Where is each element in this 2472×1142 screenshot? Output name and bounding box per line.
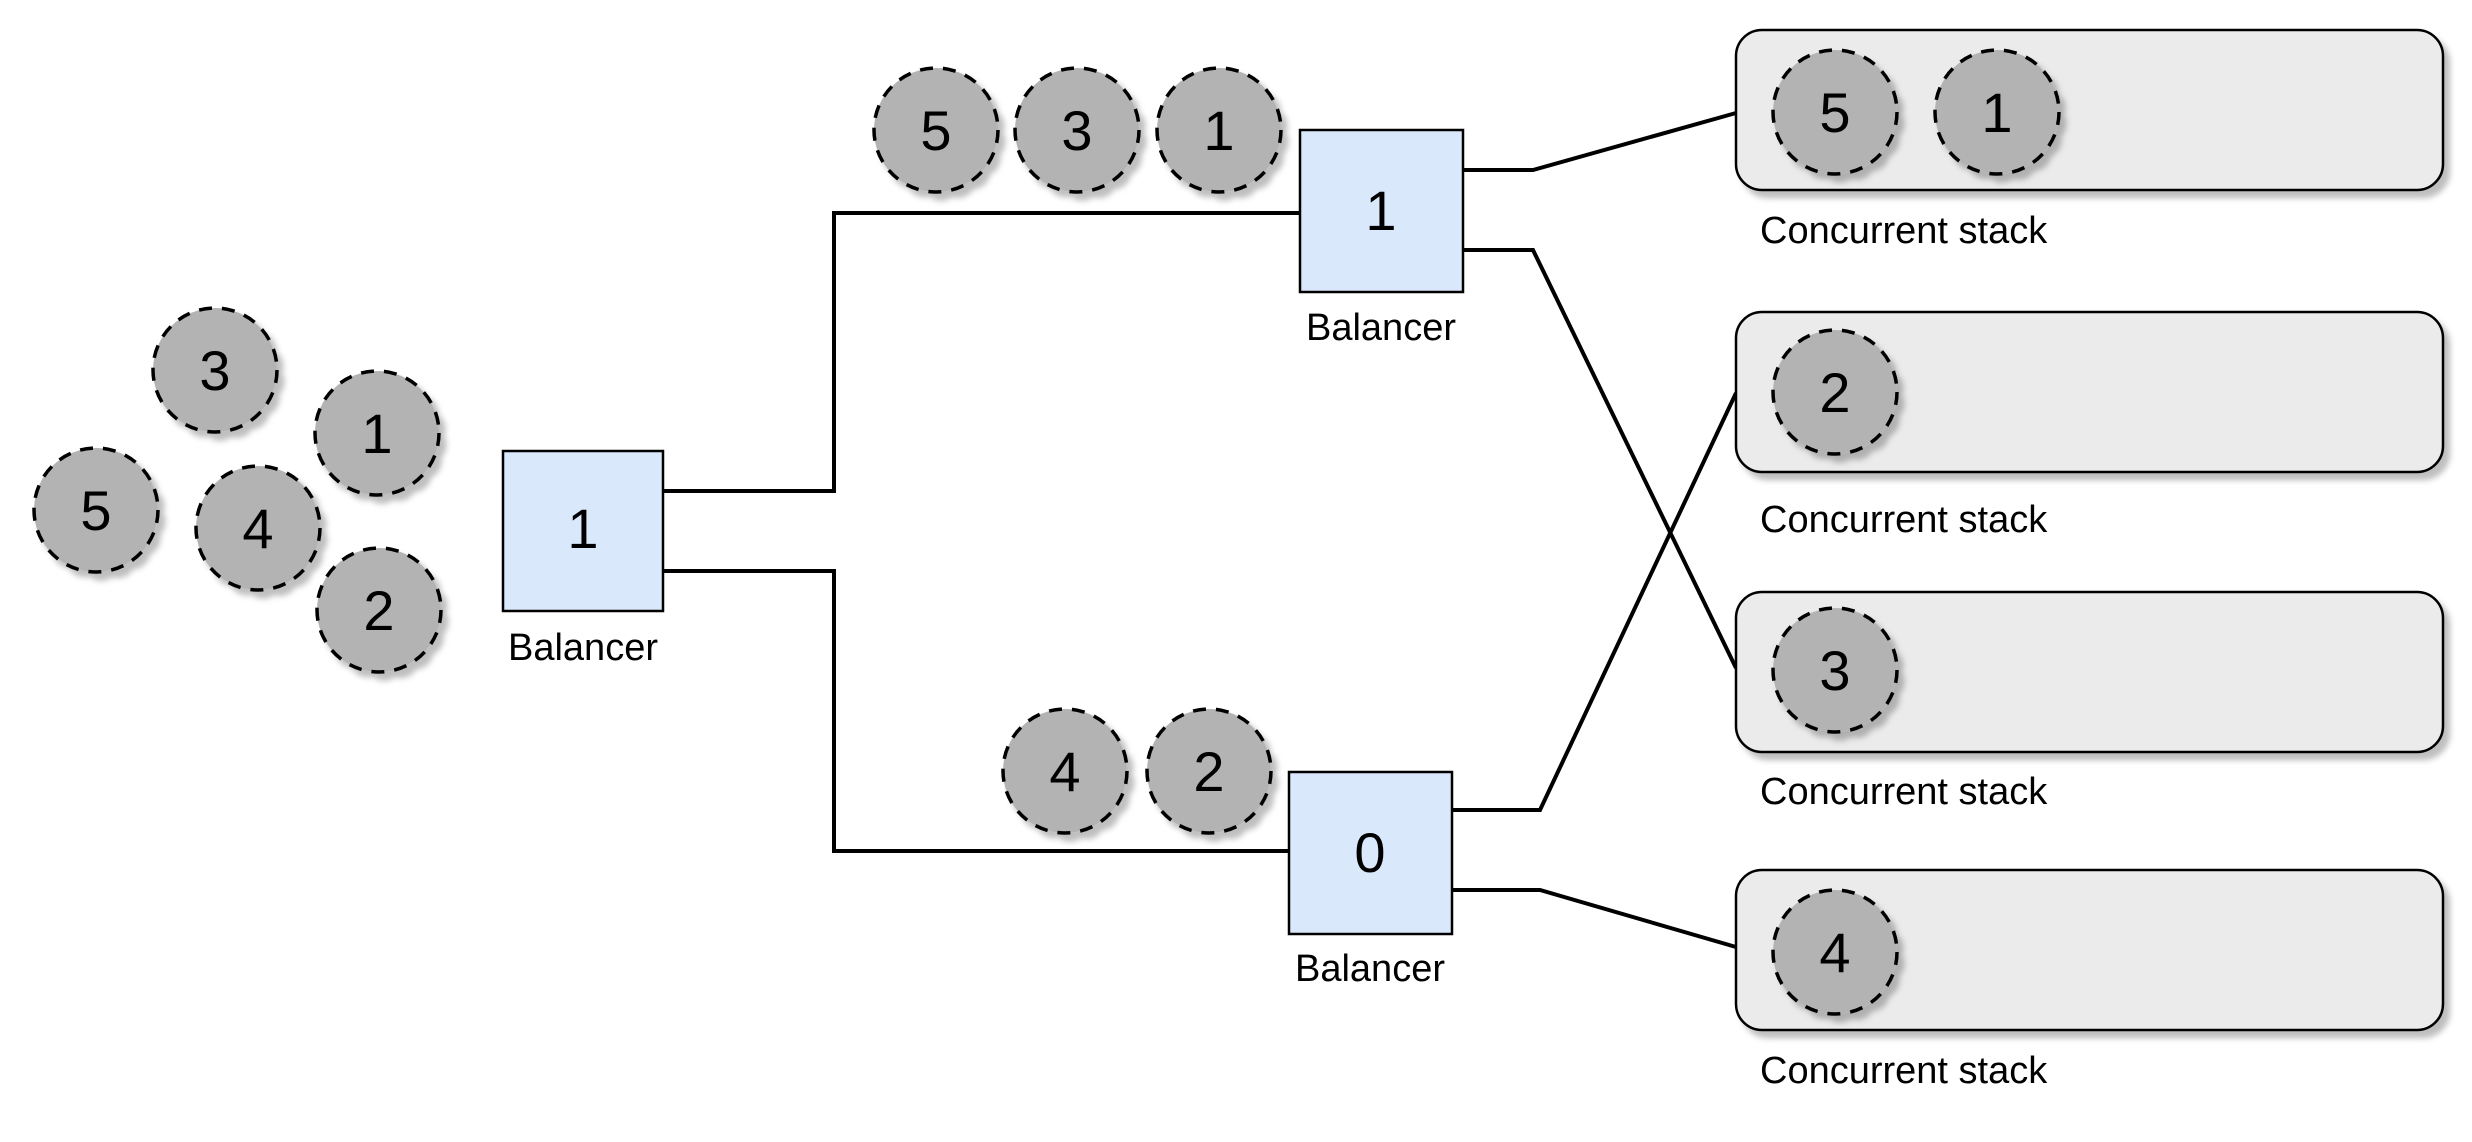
token-label: 4 [1819, 921, 1850, 984]
concurrent-stack-2-label: Concurrent stack [1760, 499, 2048, 541]
token-circle [1145, 707, 1273, 835]
bottom-balancer-value: 0 [1354, 821, 1385, 884]
token-circle [1771, 888, 1899, 1016]
connector-bottom-balancer-to-stack-4 [1452, 888, 1737, 949]
token-circle [1933, 48, 2061, 176]
token-circle [872, 66, 1000, 194]
concurrent-stack-1-label: Concurrent stack [1760, 210, 2048, 252]
top-queue: 5 3 1 [872, 66, 1283, 194]
connector-top-balancer-to-stack-3 [1463, 248, 1738, 669]
root-balancer-caption: Balancer [508, 627, 658, 669]
token-label: 5 [1819, 81, 1850, 144]
token-label: 4 [1049, 740, 1080, 803]
token-circle [194, 464, 322, 592]
root-balancer-box [501, 449, 665, 613]
token-label: 5 [920, 99, 951, 162]
token-label: 1 [1203, 99, 1234, 162]
source-token: 2 [315, 546, 443, 674]
source-token: 4 [194, 464, 322, 592]
connector-top-balancer-to-stack-1 [1463, 111, 1737, 172]
token-circle [315, 546, 443, 674]
token-label: 2 [1819, 361, 1850, 424]
token-circle [1771, 328, 1899, 456]
root-balancer-value: 1 [567, 497, 598, 560]
token-circle [1771, 606, 1899, 734]
bottom-balancer: 0 Balancer [1287, 770, 1454, 990]
connectors [663, 111, 1738, 949]
concurrent-stacks: Concurrent stack Concurrent stack Concur… [1734, 28, 2445, 1092]
top-balancer-caption: Balancer [1306, 307, 1456, 349]
queue-token: 2 [1145, 707, 1273, 835]
concurrent-stack-4-label: Concurrent stack [1760, 1050, 2048, 1092]
concurrent-stack-3-label: Concurrent stack [1760, 771, 2048, 813]
token-label: 5 [80, 479, 111, 542]
stack-token: 5 [1771, 48, 1899, 176]
token-circle [1013, 66, 1141, 194]
token-circle [1001, 707, 1129, 835]
token-label: 3 [199, 339, 230, 402]
connector-root-to-bottom-balancer [663, 569, 1289, 853]
top-balancer: 1 Balancer [1298, 128, 1465, 349]
source-token: 3 [151, 306, 279, 434]
root-balancer: 1 Balancer [501, 449, 665, 669]
top-balancer-value: 1 [1365, 179, 1396, 242]
source-token-pool: 3 1 5 4 2 [32, 306, 443, 674]
token-label: 1 [361, 402, 392, 465]
token-label: 3 [1061, 99, 1092, 162]
stack-token: 4 [1771, 888, 1899, 1016]
token-label: 2 [363, 579, 394, 642]
queue-token: 4 [1001, 707, 1129, 835]
queue-token: 5 [872, 66, 1000, 194]
connector-bottom-balancer-to-stack-2 [1452, 392, 1738, 812]
source-token: 5 [32, 446, 160, 574]
concurrent-stack-1-box [1734, 28, 2445, 192]
bottom-balancer-caption: Balancer [1295, 948, 1445, 990]
concurrent-stack-4-box [1734, 868, 2445, 1032]
bottom-balancer-box [1287, 770, 1454, 936]
token-circle [151, 306, 279, 434]
stack-token: 1 [1933, 48, 2061, 176]
token-label: 1 [1981, 81, 2012, 144]
stack-token: 2 [1771, 328, 1899, 456]
stack-token: 3 [1771, 606, 1899, 734]
token-label: 4 [242, 497, 273, 560]
token-circle [1771, 48, 1899, 176]
concurrent-stack-2-box [1734, 310, 2445, 474]
queue-token: 3 [1013, 66, 1141, 194]
token-circle [1155, 66, 1283, 194]
concurrent-stack-3-box [1734, 590, 2445, 754]
queue-token: 1 [1155, 66, 1283, 194]
token-circle [313, 369, 441, 497]
token-label: 2 [1193, 740, 1224, 803]
top-balancer-box [1298, 128, 1465, 294]
source-token: 1 [313, 369, 441, 497]
bottom-queue: 4 2 [1001, 707, 1273, 835]
token-label: 3 [1819, 639, 1850, 702]
token-circle [32, 446, 160, 574]
connector-root-to-top-balancer [663, 211, 1300, 493]
stack-tokens: 5 1 2 3 4 [1771, 48, 2061, 1016]
